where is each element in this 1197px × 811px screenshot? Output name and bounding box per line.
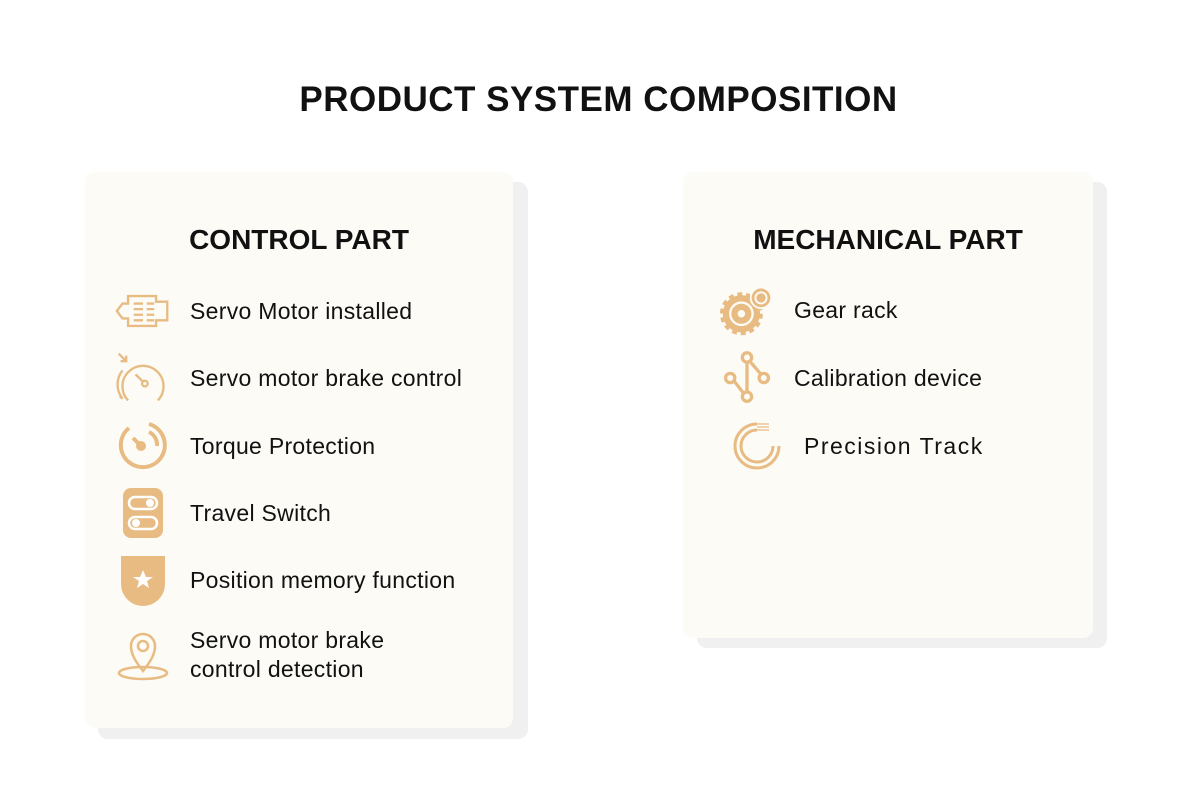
nodes-icon	[716, 350, 778, 406]
list-item: Calibration device	[716, 350, 982, 406]
speedometer-icon	[112, 350, 174, 406]
motor-icon	[112, 283, 174, 339]
torque-gauge-icon	[112, 418, 174, 474]
gears-icon	[716, 282, 778, 338]
list-item: Travel Switch	[112, 485, 331, 541]
list-item: Servo Motor installed	[112, 283, 412, 339]
list-item: Position memory function	[112, 552, 455, 608]
list-item: Servo motor brake control detection	[112, 626, 384, 684]
mechanical-heading: MECHANICAL PART	[753, 224, 1023, 255]
control-heading: CONTROL PART	[189, 224, 409, 255]
list-item: Torque Protection	[112, 418, 375, 474]
list-item: Precision Track	[726, 418, 984, 474]
control-part-card: CONTROL PART	[85, 172, 513, 728]
mechanical-part-card: MECHANICAL PART	[683, 172, 1093, 638]
track-icon	[726, 418, 788, 474]
location-pin-icon	[112, 627, 174, 683]
list-item: Gear rack	[716, 282, 898, 338]
switch-icon	[112, 485, 174, 541]
page-title: PRODUCT SYSTEM COMPOSITION	[299, 80, 898, 119]
list-item: Servo motor brake control	[112, 350, 462, 406]
star-shield-icon	[112, 552, 174, 608]
